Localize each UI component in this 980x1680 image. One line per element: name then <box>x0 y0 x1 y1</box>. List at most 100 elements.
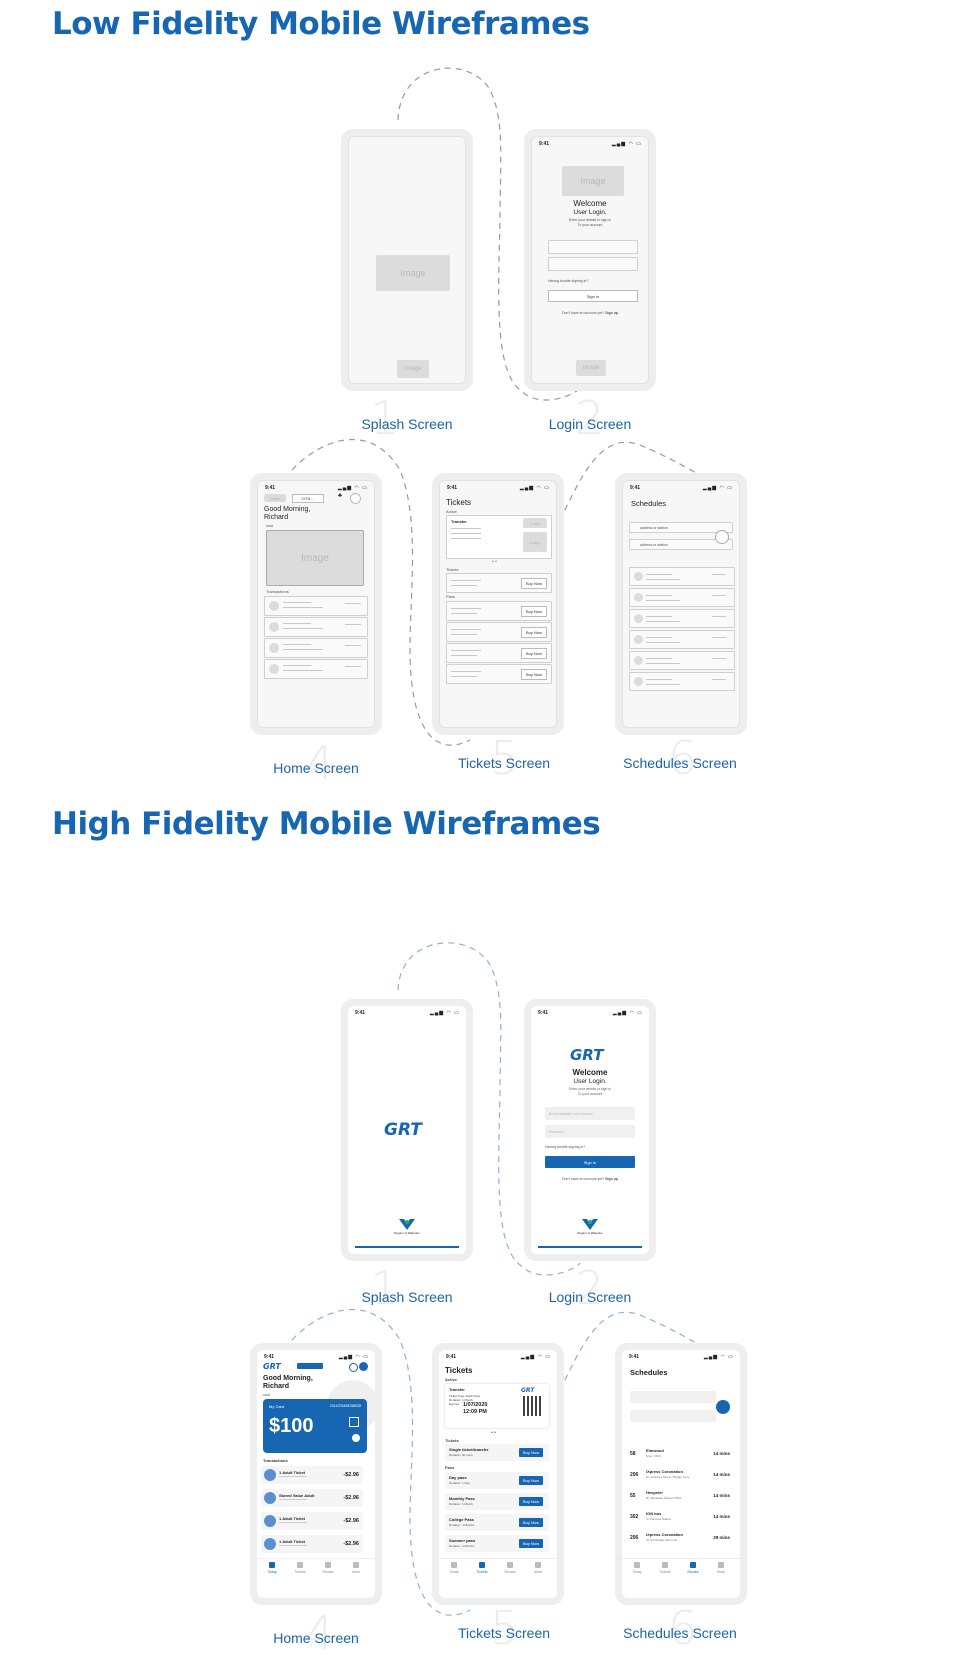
email-field[interactable]: Email address/ card number <box>545 1107 635 1120</box>
tab-tickets[interactable]: Tickets <box>294 1570 306 1574</box>
buy-now-button[interactable]: Buy Now <box>521 669 547 680</box>
tab-routes[interactable]: Routes <box>504 1570 516 1574</box>
avatar[interactable] <box>359 1362 368 1371</box>
origin-input[interactable]: address or station <box>629 522 733 533</box>
pass-row[interactable]: Summer pass Duration: 4 Months Buy Now <box>445 1535 549 1552</box>
sign-in-button[interactable]: Sign In <box>545 1156 635 1168</box>
password-input[interactable] <box>548 257 638 271</box>
add-icon[interactable] <box>352 1434 360 1442</box>
transactions-label: Transactions <box>263 1458 288 1463</box>
transaction-row[interactable] <box>264 596 368 616</box>
origin-input[interactable] <box>630 1391 716 1403</box>
label-schedules-low: Schedules Screen <box>623 755 737 771</box>
active-ticket-card[interactable]: Transfer Image Image <box>446 515 552 559</box>
avatar[interactable] <box>350 493 361 504</box>
routes-icon[interactable] <box>690 1562 696 1568</box>
more-icon[interactable] <box>718 1562 724 1568</box>
trouble-link[interactable]: Having trouble signing in? <box>545 1145 586 1149</box>
transaction-row[interactable] <box>264 659 368 679</box>
low-schedules-screen: 9:41 ▂▄▆ ◠ ▭ Schedules address or statio… <box>622 480 740 728</box>
schedule-row[interactable] <box>629 630 735 649</box>
tickets-icon[interactable] <box>297 1562 303 1568</box>
schedule-row[interactable] <box>629 609 735 628</box>
tab-today[interactable]: Today <box>267 1570 277 1574</box>
tab-more[interactable]: More <box>534 1570 542 1574</box>
tickets-label: Tickets <box>446 567 459 572</box>
today-icon[interactable] <box>451 1562 457 1568</box>
transaction-row[interactable]: 1 Adult Ticket-$2.96 <box>261 1466 363 1484</box>
buy-now-button[interactable]: Buy Now <box>521 578 547 589</box>
today-icon[interactable] <box>269 1562 275 1568</box>
buy-now-button[interactable]: Buy Now <box>519 1448 543 1457</box>
card-chip[interactable]: CITA ... <box>292 494 324 503</box>
qr-icon[interactable] <box>349 1417 359 1427</box>
swap-icon[interactable] <box>716 1400 730 1414</box>
tickets-icon[interactable] <box>479 1562 485 1568</box>
more-icon[interactable] <box>353 1562 359 1568</box>
pass-row[interactable]: Buy Now <box>446 622 552 642</box>
schedule-row[interactable] <box>629 567 735 586</box>
schedule-row[interactable] <box>629 588 735 607</box>
sign-in-button[interactable]: Sign in <box>548 290 638 302</box>
transaction-row[interactable] <box>264 617 368 637</box>
pass-row[interactable]: Buy Now <box>446 601 552 621</box>
sign-up-link[interactable]: Sign up <box>605 1177 619 1181</box>
schedule-row[interactable] <box>629 672 735 691</box>
tab-today[interactable]: Today <box>632 1570 642 1574</box>
card-image-placeholder[interactable]: Image <box>266 530 364 586</box>
transaction-row[interactable]: 1 Adult Ticket-$2.96 <box>261 1535 363 1553</box>
destination-input[interactable]: address or station <box>629 539 733 550</box>
tab-tickets[interactable]: Tickets <box>659 1570 671 1574</box>
pass-row[interactable]: Buy Now <box>446 643 552 663</box>
label-schedules-high: Schedules Screen <box>623 1625 737 1641</box>
tab-more[interactable]: More <box>717 1570 725 1574</box>
more-icon[interactable] <box>535 1562 541 1568</box>
schedule-row[interactable] <box>629 651 735 670</box>
tickets-icon[interactable] <box>662 1562 668 1568</box>
pass-row[interactable]: Buy Now <box>446 664 552 684</box>
ticket-row[interactable]: Single ticket/transfer Duration: 90 mins… <box>445 1444 549 1461</box>
today-icon[interactable] <box>634 1562 640 1568</box>
my-card[interactable]: My Card 2314376498788928 $100 <box>263 1399 367 1453</box>
transaction-amount: -$2.96 <box>343 1495 359 1501</box>
buy-now-button[interactable]: Buy Now <box>521 606 547 617</box>
pass-row[interactable]: Day pass Duration: 1 Day Buy Now <box>445 1472 549 1489</box>
bell-icon[interactable]: ♣ <box>338 493 342 499</box>
transaction-row[interactable]: 1 Adult Ticket-$2.96 <box>261 1512 363 1530</box>
tab-routes[interactable]: Routes <box>687 1570 699 1574</box>
ticket-row[interactable]: Buy Now <box>446 573 552 593</box>
routes-icon[interactable] <box>507 1562 513 1568</box>
hint-text: Enter your details to sign in <box>568 1087 612 1091</box>
transaction-row[interactable] <box>264 638 368 658</box>
buy-now-button[interactable]: Buy Now <box>519 1518 543 1527</box>
tab-routes[interactable]: Routes <box>322 1570 334 1574</box>
buy-now-button[interactable]: Buy Now <box>519 1497 543 1506</box>
transaction-row[interactable]: Stored Value Adult-$2.96 <box>261 1489 363 1507</box>
high-splash-phone: 9:41 ▂▄▆ ◠ ▭ GRT Region of Waterloo <box>341 999 473 1261</box>
active-ticket-card[interactable]: Transfer Ticket Type: Adult Pass Duratio… <box>445 1384 549 1428</box>
tab-today[interactable]: Today <box>449 1570 459 1574</box>
routes-icon[interactable] <box>325 1562 331 1568</box>
destination-input[interactable] <box>630 1410 716 1422</box>
tab-tickets[interactable]: Tickets <box>476 1570 488 1574</box>
buy-now-button[interactable]: Buy Now <box>519 1476 543 1485</box>
card-chip[interactable] <box>297 1363 323 1369</box>
tab-more[interactable]: More <box>352 1570 360 1574</box>
username-input[interactable] <box>548 240 638 254</box>
buy-now-button[interactable]: Buy Now <box>519 1539 543 1548</box>
buy-now-button[interactable]: Buy Now <box>521 627 547 638</box>
status-time: 9:41 <box>538 1010 549 1016</box>
password-field[interactable]: Password <box>545 1125 635 1138</box>
swap-icon[interactable] <box>715 530 729 544</box>
sign-up-link[interactable]: Sign up <box>605 311 619 315</box>
buy-now-button[interactable]: Buy Now <box>521 648 547 659</box>
trouble-link[interactable]: Having trouble signing in? <box>548 279 589 283</box>
bell-icon[interactable] <box>349 1363 358 1372</box>
pass-row[interactable]: Monthly Pass Duration: 1 Month Buy Now <box>445 1493 549 1510</box>
pass-row[interactable]: College Pass Duration: 4 Months Buy Now <box>445 1514 549 1531</box>
